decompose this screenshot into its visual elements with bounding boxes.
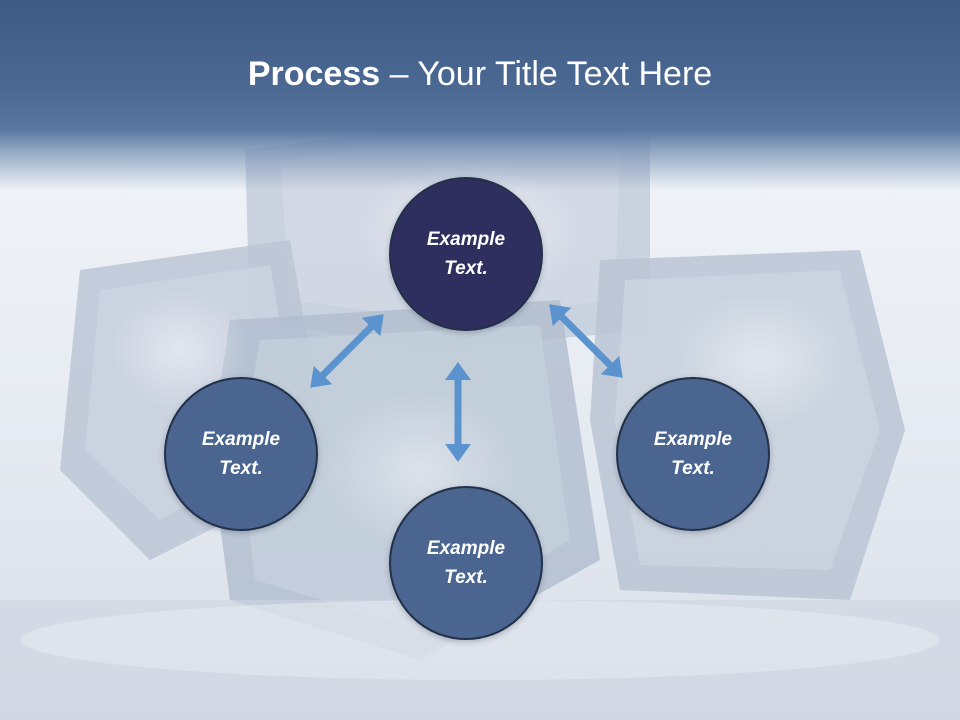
process-node-left-label: Example Text.: [201, 429, 281, 479]
process-node-left[interactable]: Example Text.: [164, 377, 318, 531]
double-arrow-left-icon: [310, 314, 384, 388]
title-rest: – Your Title Text Here: [380, 55, 713, 93]
process-node-top-label: Example Text.: [426, 229, 506, 279]
process-node-right-label: Example Text.: [653, 429, 733, 479]
slide-title: Process – Your Title Text Here: [0, 52, 960, 96]
title-bold: Process: [247, 55, 381, 93]
title-band: [0, 0, 960, 190]
double-arrow-vertical-icon: [445, 362, 471, 462]
process-node-top[interactable]: Example Text.: [389, 177, 543, 331]
double-arrow-right-icon: [549, 304, 623, 378]
process-node-bottom-label: Example Text.: [426, 538, 506, 588]
process-node-bottom[interactable]: Example Text.: [389, 486, 543, 640]
process-node-right[interactable]: Example Text.: [616, 377, 770, 531]
